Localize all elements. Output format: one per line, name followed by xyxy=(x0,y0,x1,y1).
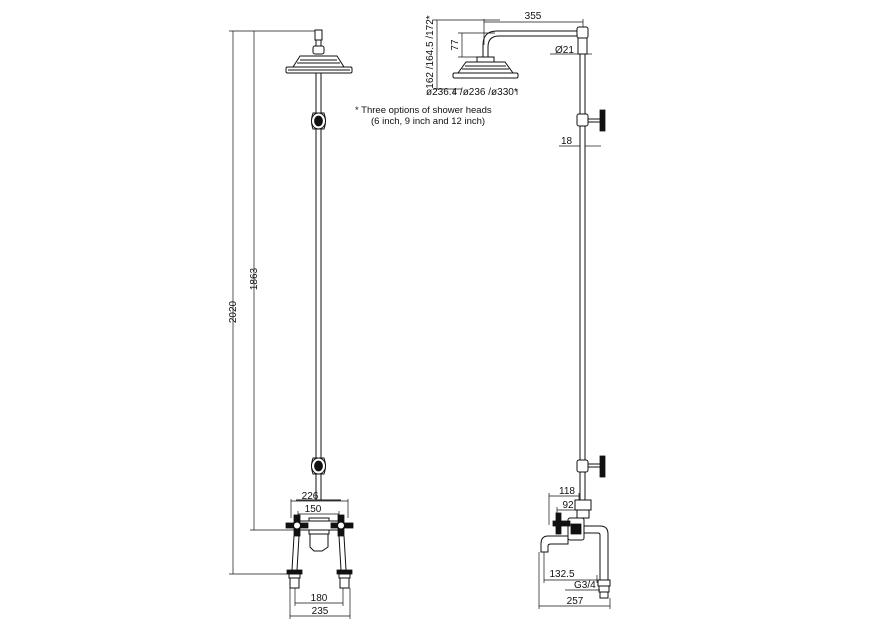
rail-dimension-lines xyxy=(550,53,601,147)
side-view: 355 77 162 /164.5 /172* ø236.4 /ø236 /ø3… xyxy=(425,11,611,609)
dim-head-heights: 162 /164.5 /172* xyxy=(425,15,436,89)
dim-outer-handles: 226 xyxy=(302,491,319,502)
side-bracket-upper xyxy=(588,109,606,132)
valve-dimension-lines xyxy=(538,493,611,609)
dim-thread: G3/4 xyxy=(574,580,596,591)
front-bracket-upper xyxy=(311,112,326,130)
dim-total-height: 2020 xyxy=(228,300,239,323)
dim-handle-height: 1863 xyxy=(249,267,260,290)
dim-arm-length: 355 xyxy=(525,11,542,22)
front-shower-head xyxy=(285,29,353,74)
height-dimension-lines xyxy=(229,30,318,575)
side-valve-assembly xyxy=(540,499,611,599)
dim-arm-drop: 77 xyxy=(450,39,461,51)
front-width-dimension-lines xyxy=(289,499,351,619)
dim-head-diameters: ø236.4 /ø236 /ø330* xyxy=(426,87,518,98)
front-riser-pipe xyxy=(315,73,322,500)
dim-valve-118: 118 xyxy=(559,486,575,497)
dim-legs-outer: 235 xyxy=(312,606,329,617)
dim-valve-92: 92 xyxy=(562,500,574,511)
dim-depth: 257 xyxy=(567,596,584,607)
dim-legs-inner: 180 xyxy=(311,593,328,604)
note-line-2: (6 inch, 9 inch and 12 inch) xyxy=(371,116,485,127)
dim-bracket-offset: 18 xyxy=(561,136,573,147)
dim-rail-diameter: Ø21 xyxy=(555,45,574,56)
side-riser-rail xyxy=(576,26,589,500)
note-line-1: * Three options of shower heads xyxy=(355,105,492,116)
front-valve-body xyxy=(285,499,354,589)
front-right-handle xyxy=(330,514,354,537)
front-left-handle xyxy=(285,514,309,537)
shower-head-note: * Three options of shower heads (6 inch,… xyxy=(355,105,492,127)
side-shower-head xyxy=(452,61,519,79)
front-view: 2020 1863 xyxy=(228,29,354,619)
dim-inner-handles: 150 xyxy=(305,504,322,515)
side-bracket-lower xyxy=(588,455,606,478)
dim-spout: 132.5 xyxy=(549,569,574,580)
front-bracket-lower xyxy=(311,457,326,475)
head-dimension-lines xyxy=(433,19,584,95)
